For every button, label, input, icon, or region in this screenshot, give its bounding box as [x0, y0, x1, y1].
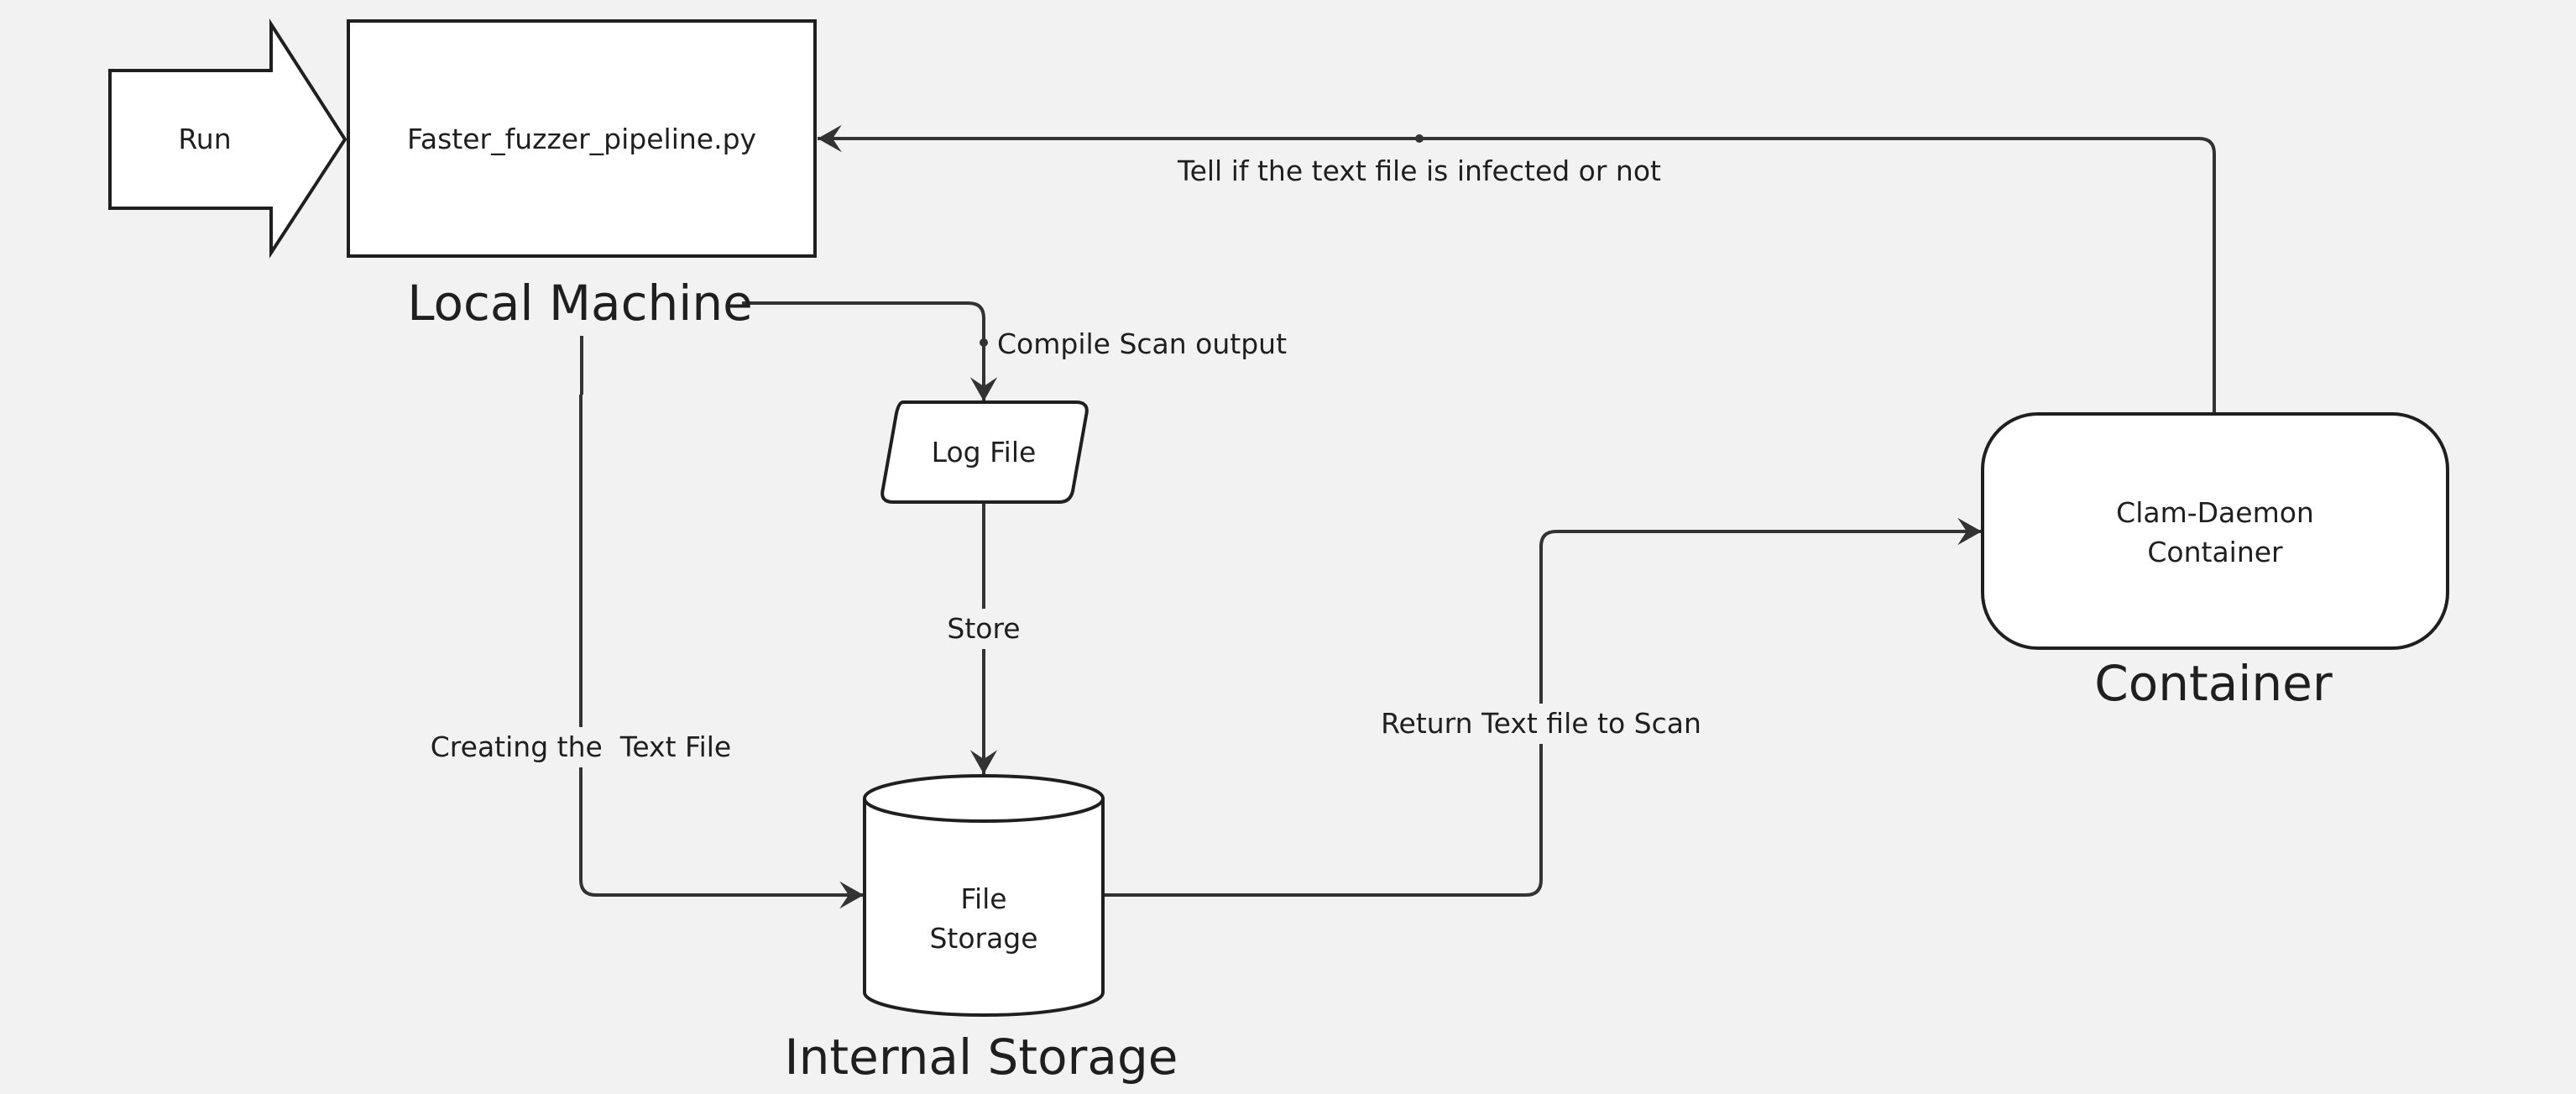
group-title-internal-storage: Internal Storage — [785, 1029, 1178, 1086]
edge-midpoint-dot — [1415, 134, 1424, 143]
script-label: Faster_fuzzer_pipeline.py — [407, 123, 756, 155]
edge-midpoint-dot — [980, 338, 988, 347]
file-storage-node[interactable]: File Storage — [863, 774, 1105, 1017]
clam-label-line2: Container — [2147, 536, 2283, 568]
group-title-container: Container — [2094, 655, 2333, 712]
edge-label-compile-scan: Compile Scan output — [997, 327, 1287, 360]
edge-label-return-to-scan: Return Text file to Scan — [1381, 707, 1701, 740]
edge-label-bg — [436, 727, 722, 767]
log-file-node[interactable]: Log File — [880, 400, 1089, 504]
group-title-local-machine: Local Machine — [407, 275, 753, 332]
edge-infected-result[interactable] — [818, 124, 2216, 412]
edge-label-bg — [948, 609, 1019, 649]
file-storage-label-line1: File — [960, 882, 1006, 915]
file-storage-label-line2: Storage — [929, 922, 1037, 955]
edge-label-bg — [1390, 704, 1692, 744]
edge-creating-text[interactable] — [579, 336, 864, 895]
edge-label-store: Store — [947, 612, 1020, 645]
edge-compile-scan[interactable] — [742, 301, 998, 401]
clam-label-line1: Clam-Daemon — [2116, 496, 2314, 529]
edge-label-creating-text: Creating the Text File — [431, 730, 731, 763]
clam-container-node[interactable]: Clam-Daemon Container — [1981, 412, 2449, 650]
edge-label-infected-result: Tell if the text file is infected or not — [1177, 154, 1661, 187]
log-file-label: Log File — [932, 436, 1037, 468]
script-node[interactable]: Faster_fuzzer_pipeline.py — [347, 19, 817, 258]
run-label: Run — [178, 123, 231, 155]
run-arrow[interactable]: Run — [108, 18, 347, 259]
